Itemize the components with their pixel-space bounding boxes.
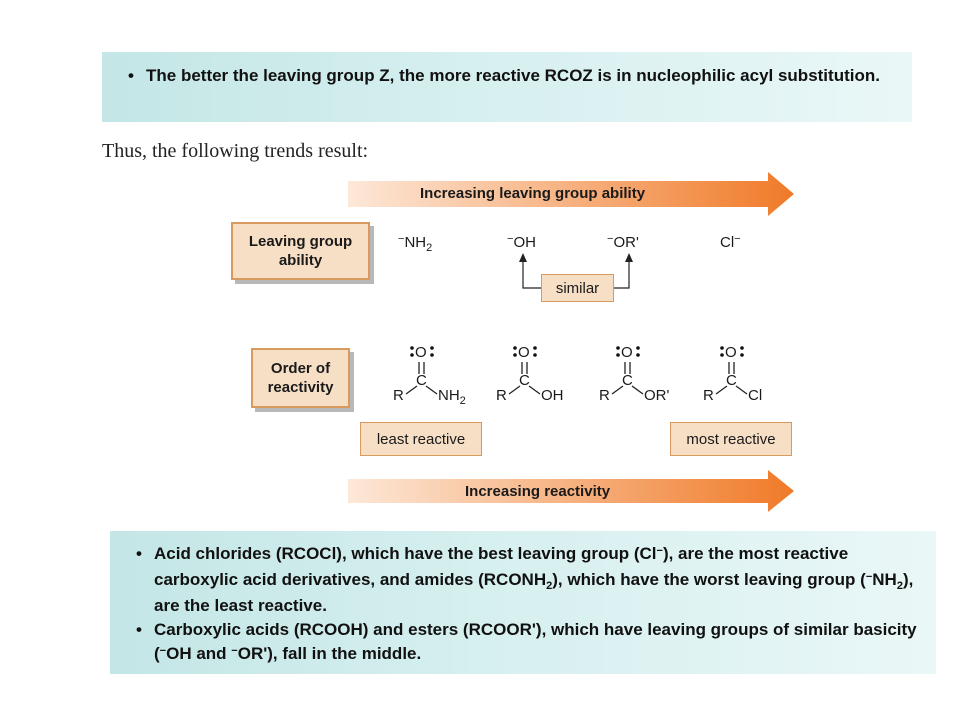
similar-box: similar — [541, 274, 614, 302]
order-of-reactivity-box: Order of reactivity — [251, 348, 350, 408]
r-group: R — [496, 387, 507, 404]
oxygen-atom: O — [415, 344, 427, 361]
r-group: R — [599, 387, 610, 404]
leaving-group-nh2: −NH2 — [398, 233, 433, 254]
structure-bonds — [405, 362, 748, 395]
leaving-group-or: −OR' — [607, 233, 639, 251]
least-reactive-label: least reactive — [376, 430, 466, 448]
similar-label: similar — [555, 279, 600, 297]
top-bullet-list: The better the leaving group Z, the more… — [126, 65, 886, 87]
carbon-atom: C — [622, 372, 633, 389]
top-bullet: The better the leaving group Z, the more… — [126, 65, 886, 87]
bottom-arrow-label: Increasing reactivity — [465, 483, 611, 500]
leaving-group-ability-box: Leaving group ability — [231, 222, 370, 280]
least-reactive-box: least reactive — [360, 422, 482, 456]
carbon-atom: C — [726, 372, 737, 389]
oxygen-atom: O — [621, 344, 633, 361]
bottom-bullet-list: Acid chlorides (RCOCl), which have the b… — [134, 542, 924, 668]
oxygen-atom: O — [725, 344, 737, 361]
z-group: OH — [541, 387, 564, 404]
bottom-bullet-1: Acid chlorides (RCOCl), which have the b… — [134, 542, 924, 618]
oxygen-atom: O — [518, 344, 530, 361]
bottom-info-box: Acid chlorides (RCOCl), which have the b… — [110, 531, 936, 674]
r-group: R — [703, 387, 714, 404]
similar-bracket — [519, 253, 633, 289]
most-reactive-label: most reactive — [686, 430, 776, 448]
lone-pair-dots — [410, 346, 744, 357]
z-group: NH2 — [438, 387, 466, 407]
z-group: OR' — [644, 387, 670, 404]
most-reactive-box: most reactive — [670, 422, 792, 456]
z-group: Cl — [748, 387, 763, 404]
leaving-group-cl: Cl− — [720, 233, 741, 251]
bottom-arrow — [348, 470, 794, 512]
carbon-atom: C — [416, 372, 427, 389]
top-info-box: The better the leaving group Z, the more… — [102, 52, 912, 122]
leaving-group-ability-label: Leaving group ability — [248, 233, 353, 269]
r-group: R — [393, 387, 404, 404]
top-arrow-label: Increasing leaving group ability — [420, 185, 646, 202]
carbon-atom: C — [519, 372, 530, 389]
order-of-reactivity-label: Order of reactivity — [267, 360, 334, 396]
leaving-group-oh: −OH — [507, 233, 536, 251]
intro-text: Thus, the following trends result: — [102, 140, 369, 162]
top-arrow — [348, 172, 794, 216]
bottom-bullet-2: Carboxylic acids (RCOOH) and esters (RCO… — [134, 618, 924, 668]
